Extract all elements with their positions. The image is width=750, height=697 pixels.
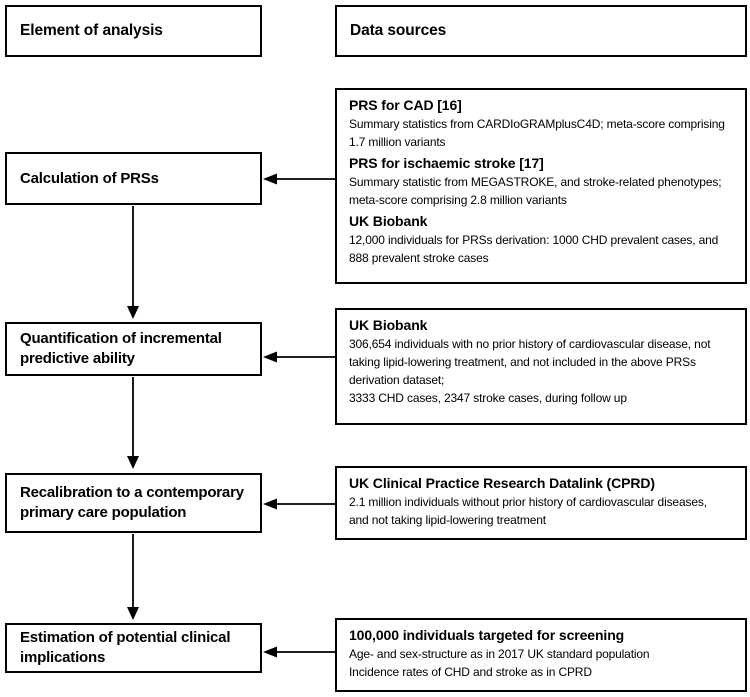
source-box-uk-biobank-validation: UK Biobank 306,654 individuals with no p… [335, 308, 747, 425]
source-entry-heading: 100,000 individuals targeted for screeni… [349, 627, 625, 643]
step-label: Estimation of potential clinical implica… [20, 629, 231, 666]
source-entry-body: 306,654 individuals with no prior histor… [349, 337, 711, 405]
column-header-label: Data sources [350, 22, 447, 39]
step-label: Quantification of incremental predictive… [20, 330, 222, 367]
source-entry: PRS for ischaemic stroke [17] Summary st… [349, 154, 741, 209]
source-entry-heading: UK Biobank [349, 317, 428, 333]
arrow-left-source1-to-step1 [263, 173, 335, 185]
arrow-left-source3-to-step3 [263, 498, 335, 510]
source-entry-body: 2.1 million individuals without prior hi… [349, 495, 707, 527]
step-box-quantification: Quantification of incremental predictive… [5, 322, 262, 376]
column-header-element-of-analysis: Element of analysis [5, 5, 262, 57]
source-entry: 100,000 individuals targeted for screeni… [349, 626, 741, 681]
source-entry-heading: UK Clinical Practice Research Datalink (… [349, 475, 655, 491]
column-header-data-sources: Data sources [335, 5, 747, 57]
column-header-label: Element of analysis [20, 22, 163, 39]
step-box-recalibration: Recalibration to a contemporary primary … [5, 473, 262, 533]
source-box-screening-population: 100,000 individuals targeted for screeni… [335, 618, 747, 692]
source-entry: UK Biobank 306,654 individuals with no p… [349, 316, 741, 407]
step-box-estimation: Estimation of potential clinical implica… [5, 623, 262, 673]
source-entry-heading: UK Biobank [349, 213, 428, 229]
step-box-calculation-of-prss: Calculation of PRSs [5, 152, 262, 205]
arrow-left-source4-to-step4 [263, 646, 335, 658]
step-label: Recalibration to a contemporary primary … [20, 484, 244, 521]
arrow-left-source2-to-step2 [263, 351, 335, 363]
source-entry-heading: PRS for ischaemic stroke [17] [349, 155, 544, 171]
source-entry: PRS for CAD [16] Summary statistics from… [349, 96, 741, 151]
arrow-down-step2-to-step3 [127, 377, 139, 469]
source-entry-heading: PRS for CAD [16] [349, 97, 462, 113]
source-entry-body: Age- and sex-structure as in 2017 UK sta… [349, 647, 650, 679]
source-box-prs-derivation: PRS for CAD [16] Summary statistics from… [335, 88, 747, 284]
source-box-cprd: UK Clinical Practice Research Datalink (… [335, 466, 747, 540]
source-entry-body: 12,000 individuals for PRSs derivation: … [349, 233, 719, 265]
source-entry-body: Summary statistic from MEGASTROKE, and s… [349, 175, 722, 207]
step-label: Calculation of PRSs [20, 169, 159, 187]
arrow-down-step3-to-step4 [127, 534, 139, 620]
source-entry: UK Clinical Practice Research Datalink (… [349, 474, 741, 529]
source-entry: UK Biobank 12,000 individuals for PRSs d… [349, 212, 741, 267]
arrow-down-step1-to-step2 [127, 206, 139, 319]
source-entry-body: Summary statistics from CARDIoGRAMplusC4… [349, 117, 725, 149]
